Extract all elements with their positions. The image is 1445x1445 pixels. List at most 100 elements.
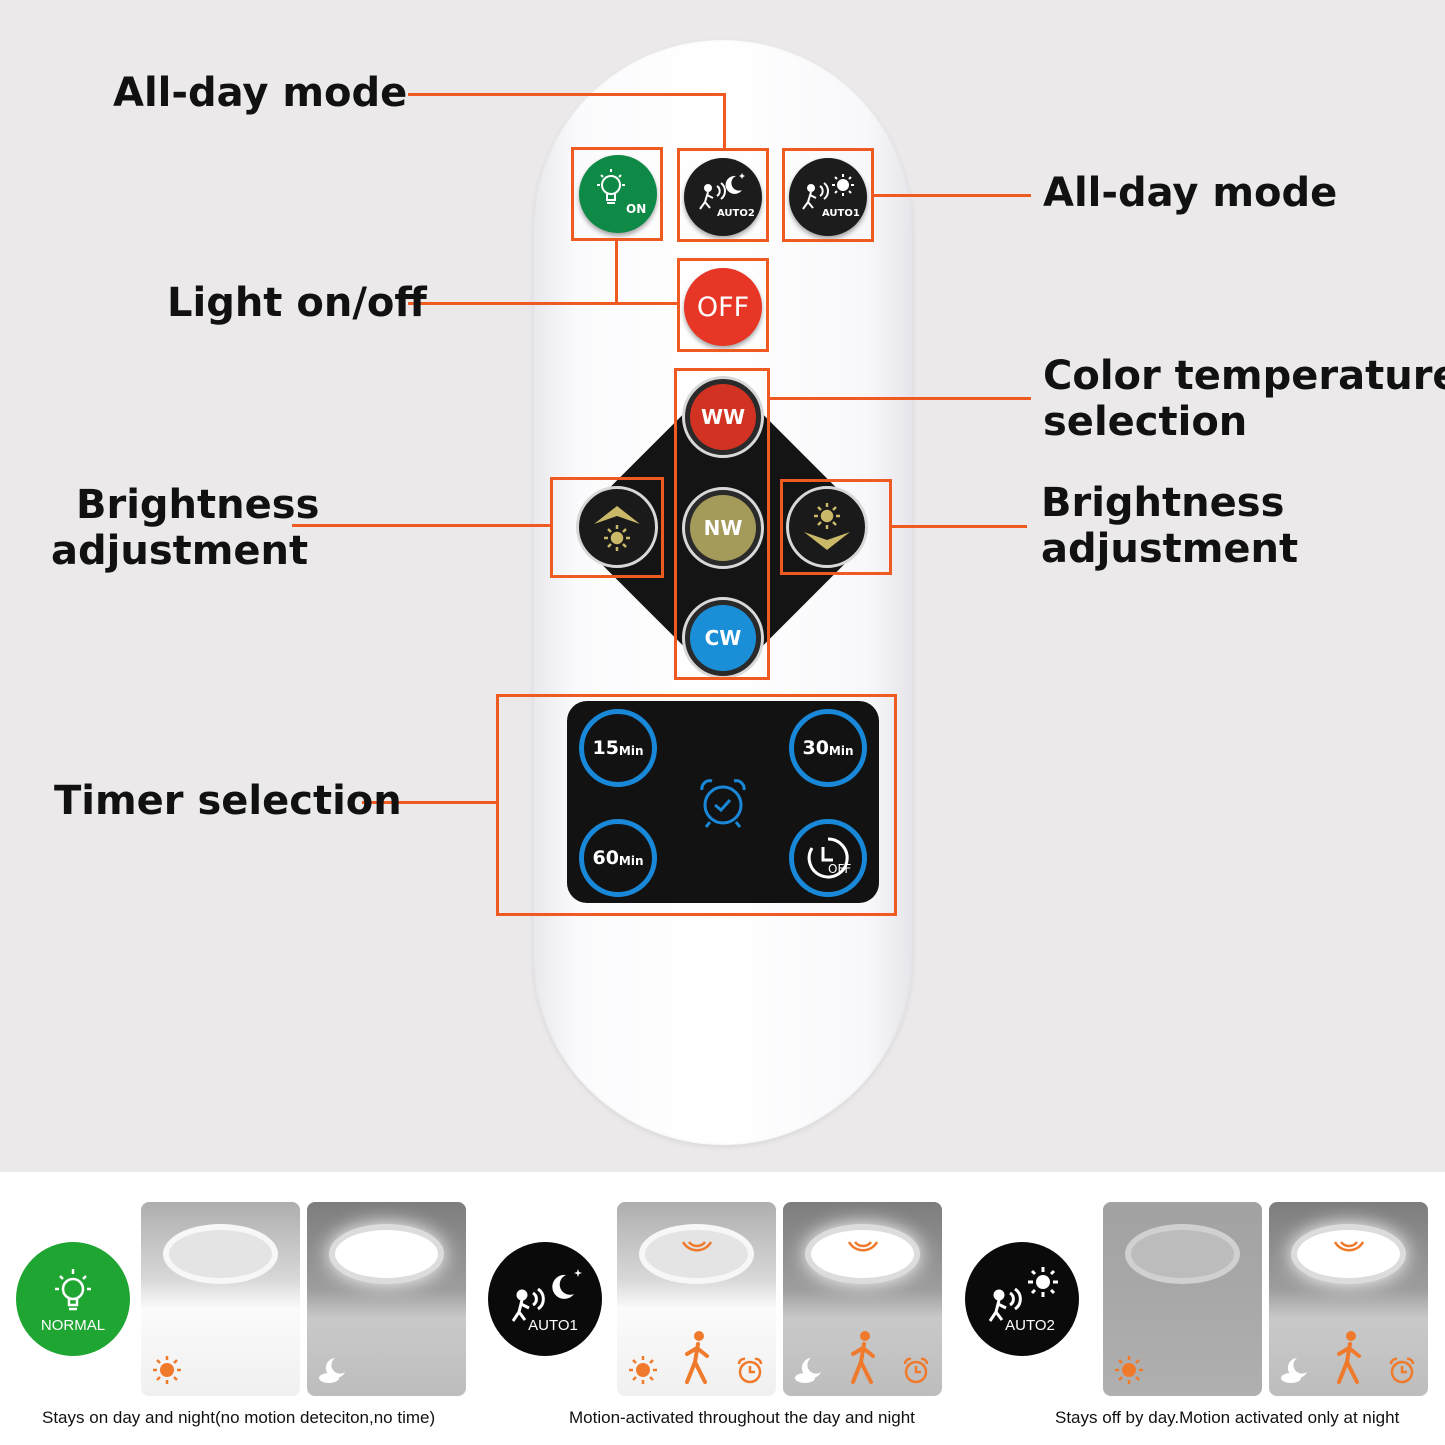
off-label: OFF (696, 291, 750, 323)
label-brightness-left-line1: Brightness (76, 482, 320, 528)
brightness-up-icon (594, 506, 640, 551)
callout-line-all-day-right (873, 194, 1031, 197)
cw-core: CW (690, 605, 756, 671)
normal-night-photo (307, 1202, 466, 1396)
nw-label: NW (703, 516, 743, 540)
natural-white-button[interactable]: NW (682, 487, 764, 569)
motion-moon-icon (699, 173, 745, 210)
ceiling-light (163, 1224, 278, 1284)
callout-line-light-on-up (615, 240, 618, 305)
alarm-clock-icon (737, 1357, 763, 1384)
callout-line-brightness-left (292, 524, 551, 527)
walking-person-icon (685, 1331, 709, 1384)
moon-cloud-icon (1281, 1358, 1307, 1383)
auto1-caption: Motion-activated throughout the day and … (569, 1408, 915, 1427)
timer-60-num: 60 (592, 847, 619, 869)
callout-line-color-temp (769, 397, 1031, 400)
label-light-on-off: Light on/off (167, 280, 427, 326)
brightness-down-button[interactable] (786, 486, 868, 568)
warm-white-button[interactable]: WW (682, 376, 764, 458)
callout-line-all-day-left-drop (723, 93, 726, 149)
motion-moon-icon (511, 1268, 582, 1322)
auto1-mode-badge: AUTO1 (488, 1242, 602, 1356)
ww-core: WW (690, 384, 756, 450)
motion-waves-icon (847, 1241, 879, 1252)
auto1-label: AUTO1 (822, 208, 860, 219)
auto2-caption: Stays off by day.Motion activated only a… (1055, 1408, 1400, 1427)
highlight-color-temp-column (674, 368, 770, 680)
callout-line-all-day-left (408, 93, 726, 96)
timer-off-button[interactable]: OFF (789, 819, 867, 897)
normal-mode-badge: NORMAL (16, 1242, 130, 1356)
highlight-on-button (571, 147, 663, 241)
auto2-label: AUTO2 (717, 208, 755, 219)
cw-label: CW (704, 626, 742, 650)
timer-off-label: OFF (828, 862, 852, 876)
auto2-night-photo (1269, 1202, 1428, 1396)
ceiling-light (639, 1224, 754, 1284)
highlight-off-button (677, 258, 769, 352)
timer-15-unit: Min (618, 744, 644, 758)
highlight-timer-panel (496, 694, 897, 916)
auto2-mode-button[interactable]: AUTO2 (684, 158, 762, 236)
alarm-clock-icon (1389, 1357, 1415, 1384)
auto1-day-photo (617, 1202, 776, 1396)
ceiling-light-off (1125, 1224, 1240, 1284)
nw-core: NW (690, 495, 756, 561)
callout-line-timer (362, 801, 497, 804)
auto2-badge-label: AUTO2 (1005, 1316, 1055, 1334)
timer-off-icon (807, 837, 849, 879)
label-brightness-right-line2: adjustment (1041, 526, 1299, 572)
auto1-mode-button[interactable]: AUTO1 (789, 158, 867, 236)
ww-label: WW (700, 405, 746, 429)
callout-line-light-off-join (615, 302, 678, 305)
alarm-clock-icon (903, 1357, 929, 1384)
bulb-icon (55, 1268, 91, 1310)
ceiling-light-lit (329, 1224, 444, 1284)
label-color-temp-line2: selection (1043, 399, 1248, 445)
normal-day-photo (141, 1202, 300, 1396)
walking-person-icon (1337, 1331, 1361, 1384)
label-timer-selection: Timer selection (54, 778, 402, 824)
highlight-auto2-button (677, 148, 769, 242)
label-brightness-left-line2: adjustment (51, 528, 309, 574)
callout-line-brightness-right (891, 525, 1027, 528)
sun-icon (1115, 1356, 1143, 1384)
motion-sun-icon (988, 1266, 1058, 1322)
motion-waves-icon (681, 1241, 713, 1252)
off-button[interactable]: OFF (684, 268, 762, 346)
on-label: ON (626, 202, 647, 216)
brightness-down-icon (804, 503, 850, 550)
highlight-brightness-down (780, 479, 892, 575)
label-brightness-right-line1: Brightness (1041, 480, 1285, 526)
highlight-brightness-up (550, 477, 664, 578)
normal-badge-label: NORMAL (40, 1316, 106, 1334)
auto2-day-photo (1103, 1202, 1262, 1396)
motion-waves-icon (1333, 1241, 1365, 1252)
auto2-mode-badge: AUTO2 (965, 1242, 1079, 1356)
label-all-day-mode-left: All-day mode (113, 70, 408, 116)
auto1-night-photo (783, 1202, 942, 1396)
sun-icon (153, 1356, 181, 1384)
label-all-day-mode-right: All-day mode (1043, 170, 1338, 216)
alarm-clock-icon (700, 779, 746, 828)
label-color-temp-line1: Color temperature (1043, 353, 1445, 399)
normal-caption: Stays on day and night(no motion detecit… (42, 1408, 436, 1427)
timer-30-unit: Min (828, 744, 854, 758)
light-on-button[interactable]: ON (579, 155, 657, 233)
moon-cloud-icon (319, 1358, 345, 1383)
timer-30-num: 30 (802, 737, 829, 759)
highlight-auto1-button (782, 148, 874, 242)
timer-60-unit: Min (618, 854, 644, 868)
callout-line-light-on-off (408, 302, 618, 305)
sun-icon (629, 1356, 657, 1384)
auto1-badge-label: AUTO1 (528, 1316, 578, 1334)
timer-15-num: 15 (592, 737, 619, 759)
brightness-up-button[interactable] (576, 486, 658, 568)
bulb-icon (597, 169, 625, 204)
ceiling-light-lit (805, 1224, 920, 1284)
moon-cloud-icon (795, 1358, 821, 1383)
